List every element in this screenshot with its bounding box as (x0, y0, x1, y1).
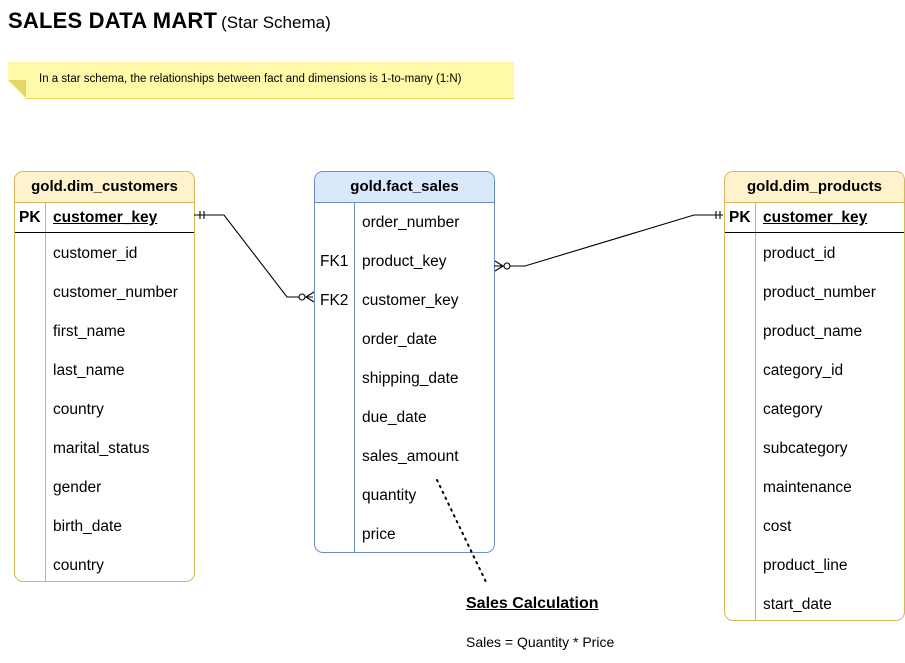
pk-label: PK (19, 209, 41, 226)
field-row: marital_status (15, 429, 194, 468)
field-name: order_date (362, 331, 437, 348)
field-name: product_line (763, 557, 848, 574)
field-row: product_id (725, 234, 904, 273)
field-name: country (53, 401, 104, 418)
pk-label: PK (729, 209, 751, 226)
field-name: price (362, 526, 396, 543)
field-row: first_name (15, 312, 194, 351)
field-row: product_name (725, 312, 904, 351)
field-name: marital_status (53, 440, 150, 457)
field-row: country (15, 546, 194, 581)
field-name: shipping_date (362, 370, 459, 387)
field-name: customer_number (53, 284, 178, 301)
field-row: gender (15, 468, 194, 507)
field-name: due_date (362, 409, 427, 426)
field-row: cost (725, 507, 904, 546)
key-label: FK2 (320, 292, 349, 309)
field-name: birth_date (53, 518, 122, 535)
field-name: customer_id (53, 245, 138, 262)
sticky-note: In a star schema, the relationships betw… (8, 62, 514, 99)
diagram-title: SALES DATA MART(Star Schema) (8, 8, 331, 34)
field-row: maintenance (725, 468, 904, 507)
products-to-fact-connector[interactable] (494, 211, 723, 272)
field-name: first_name (53, 323, 126, 340)
field-row: FK1 product_key (315, 242, 494, 281)
field-name: maintenance (763, 479, 852, 496)
field-row: country (15, 390, 194, 429)
title-subtitle: (Star Schema) (221, 13, 331, 32)
field-name: product_number (763, 284, 876, 301)
field-name: order_number (362, 214, 460, 231)
column-divider (354, 203, 355, 552)
pk-row: PK customer_key (15, 203, 194, 233)
field-name: gender (53, 479, 102, 496)
table-header: gold.dim_products (725, 172, 904, 203)
field-row: sales_amount (315, 437, 494, 476)
field-name: product_id (763, 245, 836, 262)
column-divider (755, 203, 756, 620)
field-name: cost (763, 518, 792, 535)
field-row: due_date (315, 398, 494, 437)
customers-to-fact-connector[interactable] (194, 211, 315, 303)
field-row: price (315, 515, 494, 552)
field-name: product_name (763, 323, 863, 340)
field-row: order_number (315, 203, 494, 242)
field-row: start_date (725, 585, 904, 620)
field-row: last_name (15, 351, 194, 390)
field-row: birth_date (15, 507, 194, 546)
field-name: last_name (53, 362, 125, 379)
field-name: category_id (763, 362, 844, 379)
note-text: In a star schema, the relationships betw… (39, 73, 462, 85)
field-row: category (725, 390, 904, 429)
field-name: product_key (362, 253, 447, 270)
field-name: customer_key (362, 292, 459, 309)
calculation-dotted-link (436, 479, 487, 583)
key-label: FK1 (320, 253, 349, 270)
field-row: shipping_date (315, 359, 494, 398)
table-fact-sales[interactable]: gold.fact_sales order_number FK1 product_… (314, 171, 495, 553)
field-name: subcategory (763, 440, 848, 457)
field-name: category (763, 401, 823, 418)
pk-field: customer_key (53, 209, 158, 226)
field-name: start_date (763, 596, 832, 613)
table-dim-products[interactable]: gold.dim_products PK customer_key produc… (724, 171, 905, 621)
table-header: gold.dim_customers (15, 172, 194, 203)
field-row: customer_number (15, 273, 194, 312)
title-main: SALES DATA MART (8, 8, 218, 33)
table-header: gold.fact_sales (315, 172, 494, 203)
field-row: FK2 customer_key (315, 281, 494, 320)
field-name: sales_amount (362, 448, 459, 465)
field-row: customer_id (15, 234, 194, 273)
field-name: quantity (362, 487, 417, 504)
field-row: category_id (725, 351, 904, 390)
field-row: quantity (315, 476, 494, 515)
calculation-formula: Sales = Quantity * Price (466, 634, 615, 650)
pk-row: PK customer_key (725, 203, 904, 233)
pk-field: customer_key (763, 209, 868, 226)
field-row: order_date (315, 320, 494, 359)
field-row: product_line (725, 546, 904, 585)
field-row: product_number (725, 273, 904, 312)
calculation-title: Sales Calculation (466, 595, 599, 612)
column-divider (45, 203, 46, 581)
field-row: subcategory (725, 429, 904, 468)
field-name: country (53, 557, 104, 574)
table-dim-customers[interactable]: gold.dim_customers PK customer_key custo… (14, 171, 195, 582)
